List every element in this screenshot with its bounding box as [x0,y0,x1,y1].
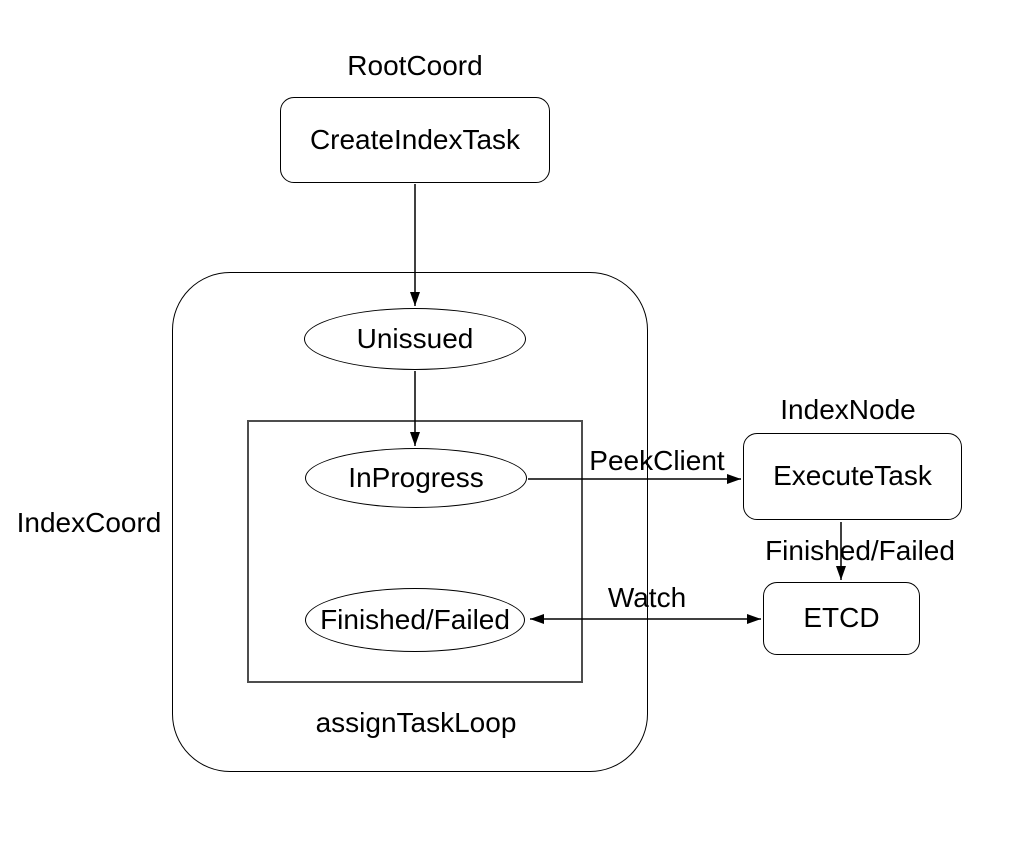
index-node-label: IndexNode [780,394,916,425]
create-index-task-node: CreateIndexTask [280,97,550,183]
in-progress-node: InProgress [305,448,527,508]
finished-failed-edge-label: Finished/Failed [765,535,955,566]
execute-task-node: ExecuteTask [743,433,962,520]
index-coord-frame [172,272,648,772]
index-coord-label: IndexCoord [16,507,162,538]
finished-failed-node-label: Finished/Failed [320,603,510,635]
unissued-node: Unissued [304,308,526,370]
assign-task-loop-label: assignTaskLoop [315,707,517,738]
root-coord-label: RootCoord [347,50,483,81]
etcd-node-label: ETCD [803,602,880,634]
create-index-task-node-label: CreateIndexTask [309,123,521,155]
execute-task-node-label: ExecuteTask [773,460,932,492]
unissued-node-label: Unissued [356,322,474,354]
finished-failed-node: Finished/Failed [305,588,525,652]
in-progress-node-label: InProgress [348,461,484,493]
watch-edge-label: Watch [607,582,687,613]
peek-client-edge-label: PeekClient [589,445,725,476]
etcd-node: ETCD [763,582,920,655]
